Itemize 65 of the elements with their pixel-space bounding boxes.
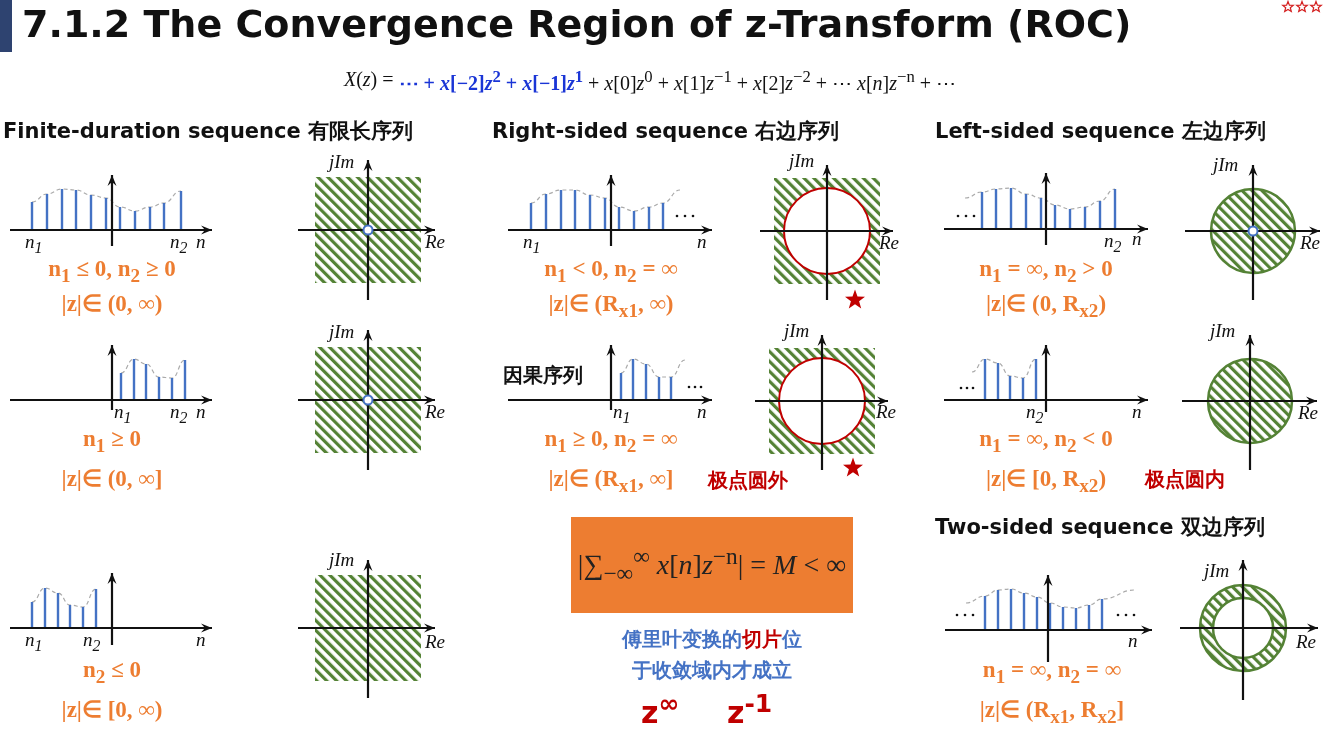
- axis-label: n: [697, 402, 707, 423]
- roc-formula: |z|∈ (0, R$_{x2}$): [985, 291, 1107, 321]
- axis-label: n: [196, 630, 206, 651]
- condition-formula: n$_{1}$ < 0, n$_{2}$ = ∞: [544, 256, 678, 286]
- roc-formula: |z|∈ [0, R$_{x2}$): [985, 466, 1107, 496]
- axis-label: jIm: [1213, 155, 1239, 176]
- condition-formula: n$_{1}$ ≤ 0, n$_{2}$ ≥ 0: [48, 256, 176, 286]
- axis-label: n$_{2}$: [1026, 402, 1044, 427]
- roc-formula: |z|∈ (R$_{x1}$, ∞): [548, 291, 674, 321]
- axis-label: Re: [425, 632, 446, 653]
- axis-label: Re: [876, 402, 897, 423]
- roc-formula: |z|∈ (0, ∞): [61, 291, 163, 317]
- axis-label: n: [196, 232, 206, 253]
- axis-label: jIm: [329, 322, 355, 343]
- section-heading: Two-sided sequence 双边序列: [935, 516, 1265, 540]
- power-text: z$^{-1}$: [727, 690, 773, 729]
- note-text: 傅里叶变换的切片位于收敛域内才成立: [621, 626, 803, 684]
- axis-label: jIm: [1204, 561, 1230, 582]
- axis-label: Re: [1300, 233, 1321, 254]
- axis-label: n$_{2}$: [170, 232, 188, 257]
- axis-label: n: [697, 232, 707, 253]
- axis-label: jIm: [1210, 321, 1236, 342]
- condition-formula: n$_{1}$ ≥ 0: [83, 426, 141, 456]
- axis-label: jIm: [329, 550, 355, 571]
- axis-label: n$_{2}$: [1104, 231, 1122, 256]
- axis-label: n$_{1}$: [25, 630, 43, 655]
- axis-label: jIm: [789, 151, 815, 172]
- note-text: 极点圆内: [1145, 468, 1225, 490]
- roc-formula: |z|∈ (0, ∞]: [61, 466, 163, 492]
- axis-label: Re: [425, 232, 446, 253]
- equation-text: + x[0]z$^{0}$ + x[1]z$^{−1}$ + x[2]z$^{−2}$ + ⋯ x[n]z$^{−n}$ + ⋯: [588, 68, 957, 94]
- axis-label: n$_{1}$: [613, 402, 631, 427]
- axis-label: Re: [425, 402, 446, 423]
- section-heading: Finite-duration sequence 有限长序列: [3, 120, 414, 144]
- axis-label: Re: [1296, 632, 1317, 653]
- condition-formula: n$_{1}$ = ∞, n$_{2}$ < 0: [979, 426, 1113, 456]
- axis-label: n$_{2}$: [170, 402, 188, 427]
- section-heading: Right-sided sequence 右边序列: [492, 120, 840, 144]
- section-heading: Left-sided sequence 左边序列: [935, 120, 1266, 144]
- condition-formula: n$_{1}$ = ∞, n$_{2}$ > 0: [979, 256, 1113, 286]
- formula-box: |∑$_{−∞}$$^{∞}$ x[n]z$^{−n}$| = M < ∞: [571, 517, 853, 613]
- equation-text: ⋯ + x[−2]z$^{2}$ + x[−1]z$^{1}$: [398, 68, 584, 94]
- axis-label: n$_{2}$: [83, 630, 101, 655]
- equation-text: X(z) =: [343, 68, 394, 93]
- note-text: 因果序列: [503, 364, 583, 386]
- note-text: 极点圆外: [708, 469, 788, 491]
- axis-label: n: [1128, 631, 1138, 652]
- axis-label: n$_{1}$: [523, 232, 541, 257]
- axis-label: n$_{1}$: [25, 232, 43, 257]
- roc-formula: |z|∈ [0, ∞): [61, 697, 163, 723]
- axis-label: n$_{1}$: [114, 402, 132, 427]
- axis-label: Re: [1298, 403, 1319, 424]
- axis-label: Re: [879, 233, 900, 254]
- roc-formula: |z|∈ (R$_{x1}$, R$_{x2}$]: [979, 697, 1125, 727]
- axis-label: jIm: [784, 321, 810, 342]
- axis-label: n: [1132, 402, 1142, 423]
- axis-label: n: [1132, 229, 1142, 250]
- roc-formula: |z|∈ (R$_{x1}$, ∞]: [548, 466, 674, 496]
- axis-label: n: [196, 402, 206, 423]
- axis-label: jIm: [329, 152, 355, 173]
- condition-formula: n$_{1}$ ≥ 0, n$_{2}$ = ∞: [544, 426, 678, 456]
- title: 7.1.2 The Convergence Region of z-Transform (ROC): [22, 4, 1132, 46]
- power-text: z$^{∞}$: [641, 690, 680, 729]
- condition-formula: n$_{1}$ = ∞, n$_{2}$ = ∞: [982, 657, 1122, 687]
- condition-formula: n$_{2}$ ≤ 0: [83, 657, 141, 687]
